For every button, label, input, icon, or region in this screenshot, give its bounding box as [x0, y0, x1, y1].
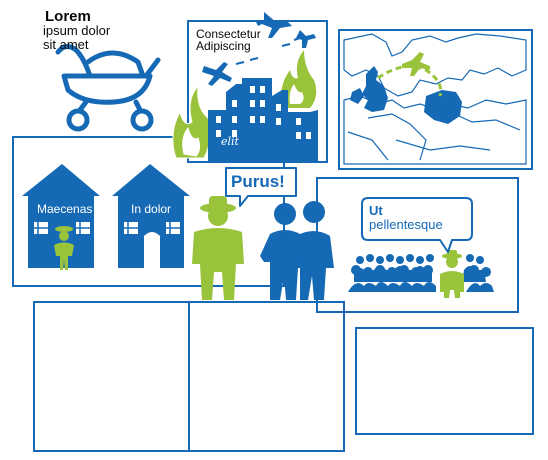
map-flight-path	[377, 64, 443, 97]
map-region-uk	[362, 66, 388, 112]
person-icon	[54, 226, 74, 270]
plane-icon	[256, 12, 292, 38]
right-bubble-line-2: pellentesque	[369, 217, 443, 232]
speech-bubble-icon	[361, 197, 473, 253]
person-icon	[440, 250, 464, 298]
empty-box-left	[33, 301, 190, 452]
heading-line-1: ipsum dolor	[43, 23, 111, 38]
crowd-front-row	[348, 265, 494, 292]
right-bubble-line-1: Ut	[369, 203, 383, 218]
europe-map-icon	[341, 32, 530, 167]
plane-icon	[202, 62, 232, 86]
fire-icon	[281, 50, 317, 108]
person-icon	[260, 203, 304, 300]
center-bubble-text: Purus!	[231, 172, 285, 191]
map-panel-frame	[338, 29, 533, 170]
map-region-ireland	[350, 88, 364, 104]
crowd-icon	[348, 254, 494, 292]
factory-icon	[208, 78, 318, 162]
factory-caption-line-1: Consectetur	[196, 27, 261, 41]
person-icon	[192, 196, 244, 300]
plane-icon	[402, 52, 430, 76]
person-icon	[296, 201, 334, 300]
speech-bubble-icon	[225, 167, 297, 207]
house-label-right: In dolor	[131, 202, 172, 216]
map-region-poland	[424, 90, 462, 124]
house-label-left: Maecenas	[37, 202, 93, 216]
empty-box-right	[355, 327, 534, 435]
stroller-icon	[55, 44, 161, 132]
factory-logo-text: elit	[221, 135, 239, 148]
crowd-back-row	[354, 254, 486, 282]
fire-icon	[172, 84, 211, 159]
empty-box-center	[188, 301, 345, 452]
heading-title: Lorem	[45, 8, 91, 25]
factory-windows	[216, 86, 311, 139]
factory-caption-line-2: Adipiscing	[196, 39, 251, 53]
plane-icon	[296, 30, 316, 48]
factory-scene	[172, 12, 318, 162]
heading-line-2: sit amet	[43, 37, 89, 52]
flight-trail	[235, 37, 301, 65]
house-icon	[112, 164, 190, 268]
